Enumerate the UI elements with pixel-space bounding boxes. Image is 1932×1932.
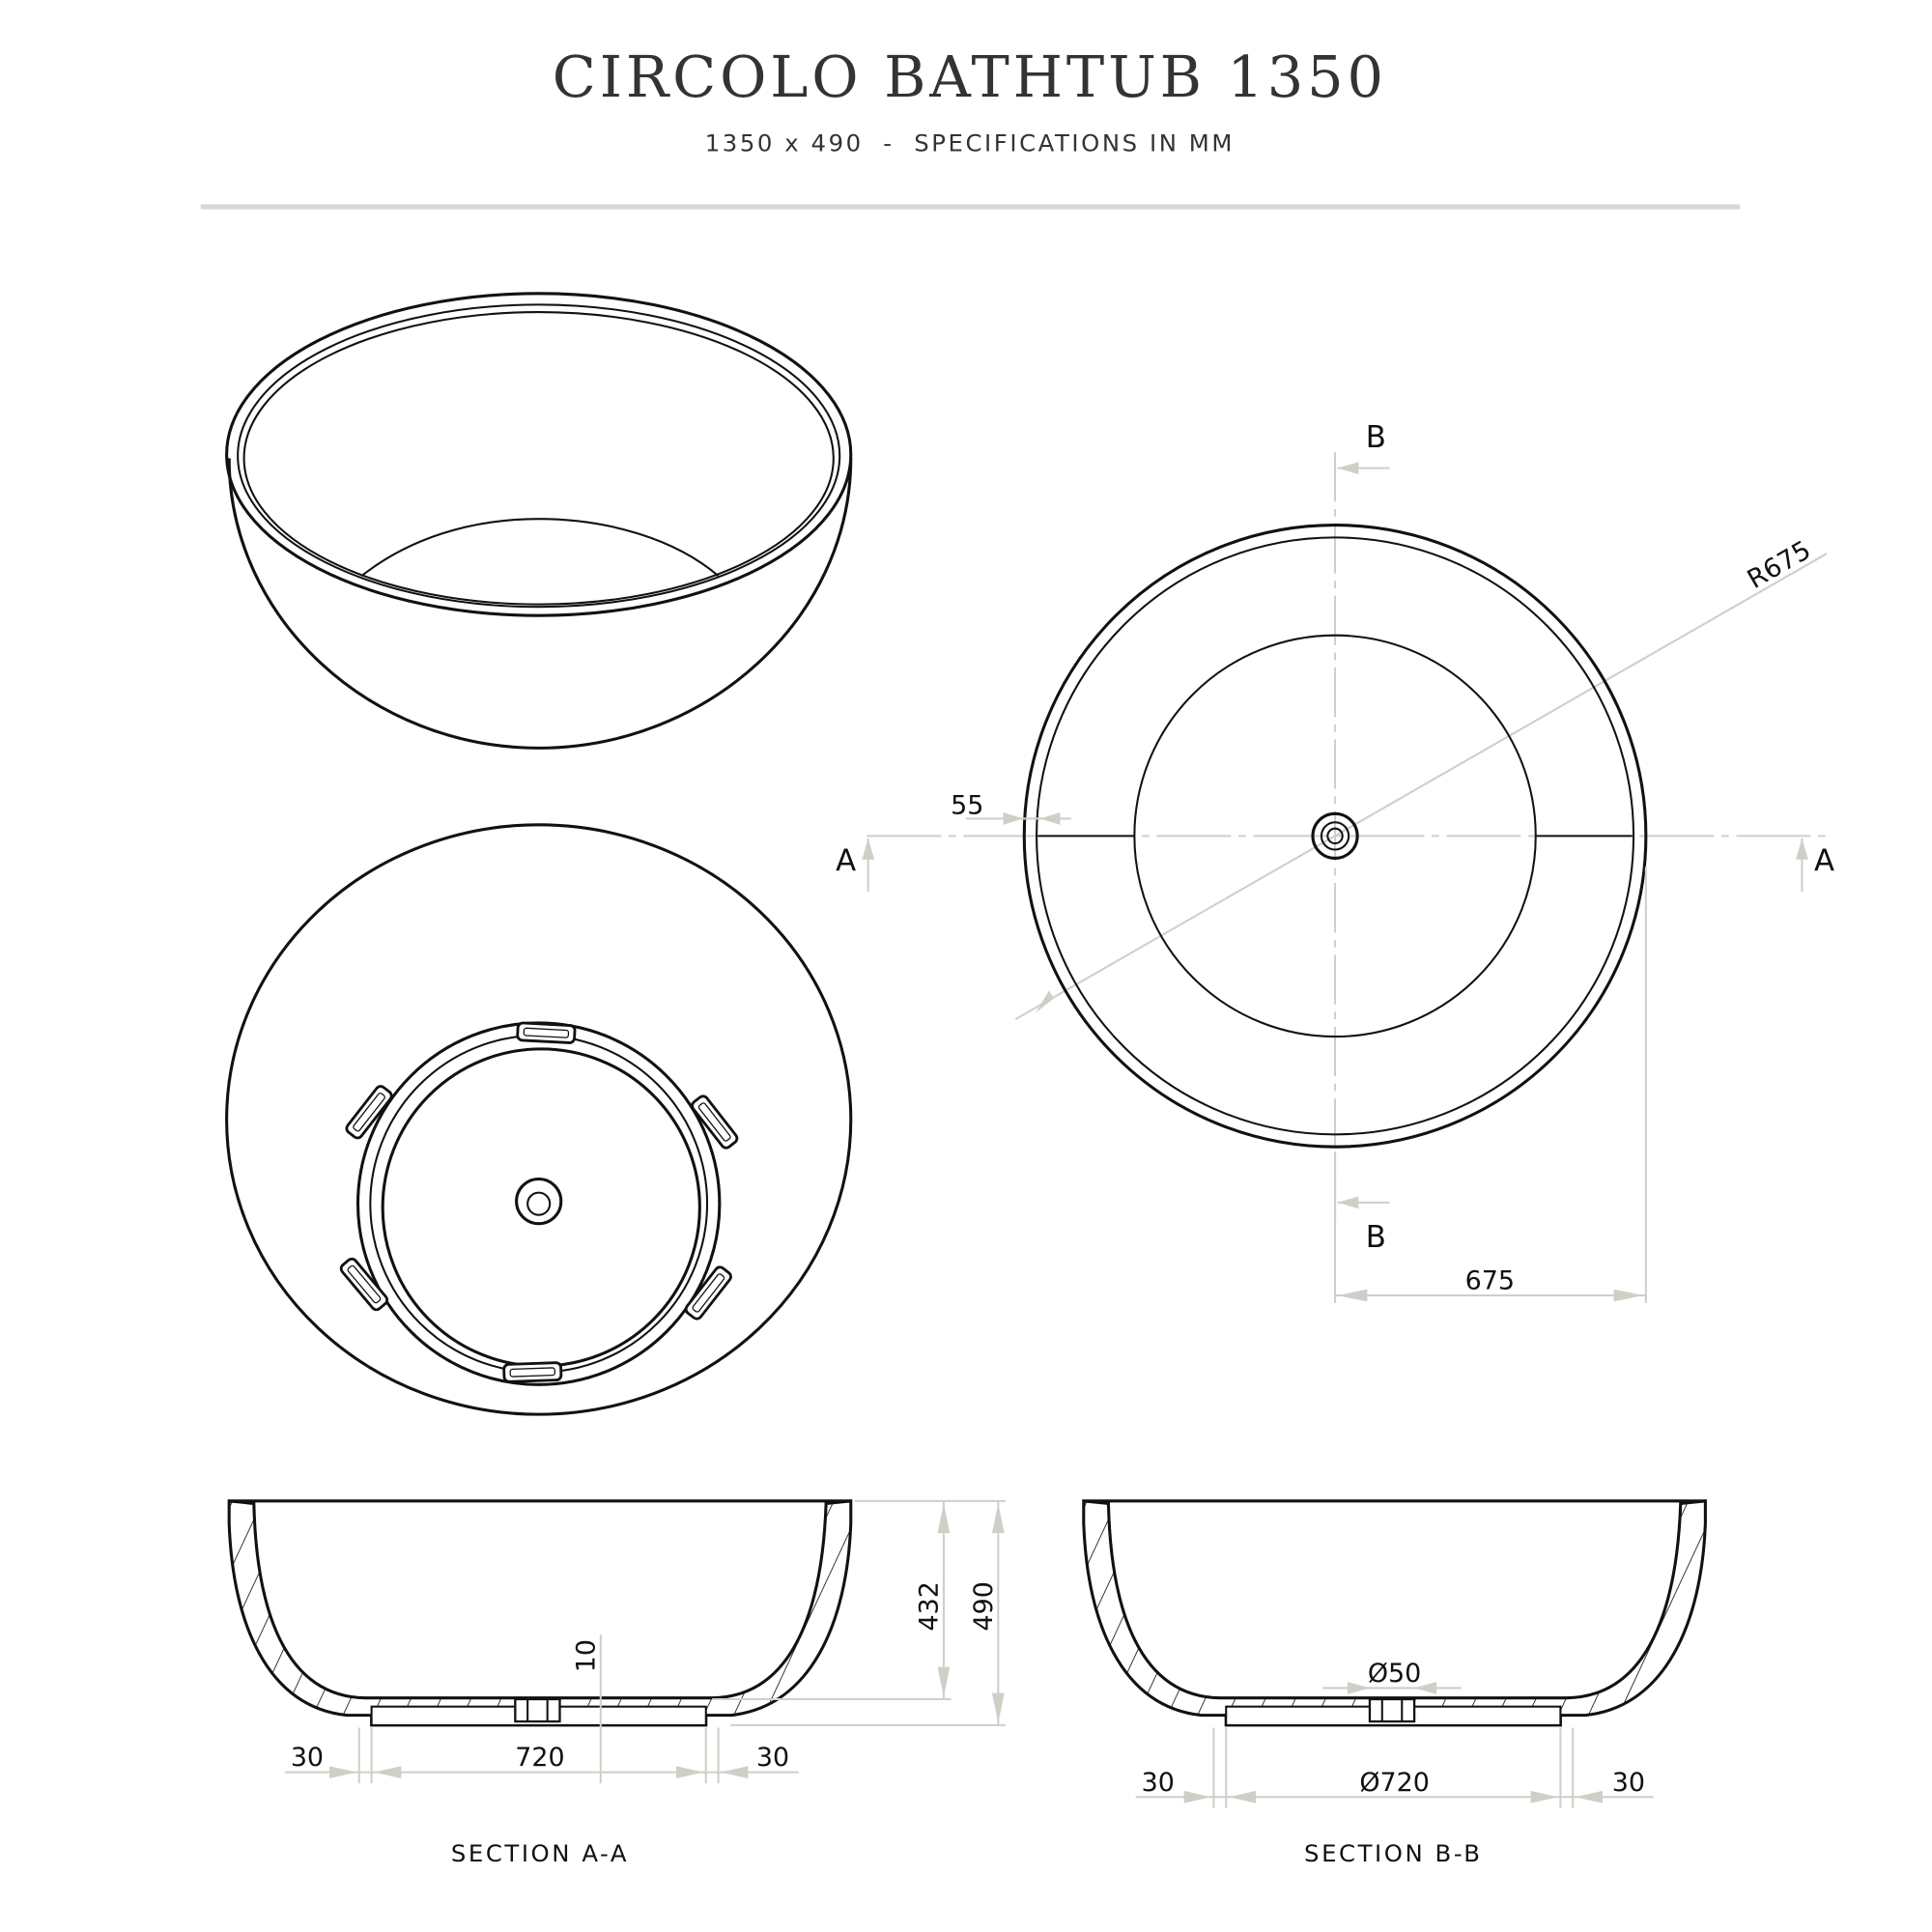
drain-diameter-label: Ø50 bbox=[1368, 1659, 1421, 1689]
right-wall-label: 30 bbox=[1612, 1768, 1645, 1798]
section-b-caption: SECTION B-B bbox=[1304, 1839, 1483, 1867]
perspective-view bbox=[225, 292, 853, 750]
right-wall-label: 30 bbox=[756, 1743, 789, 1773]
drain-icon bbox=[1311, 811, 1359, 861]
section-b-bottom-marker: B bbox=[1366, 1220, 1386, 1255]
drain-icon bbox=[515, 1177, 563, 1226]
inner-depth-label: 432 bbox=[915, 1581, 945, 1631]
half-width-label: 675 bbox=[1465, 1266, 1515, 1296]
page-title: CIRCOLO BATHTUB 1350 bbox=[553, 43, 1387, 110]
left-wall-label: 30 bbox=[1142, 1768, 1175, 1798]
base-width-label: 720 bbox=[515, 1743, 564, 1773]
total-height-label: 490 bbox=[969, 1581, 999, 1631]
bottom-view bbox=[225, 823, 853, 1416]
section-a-a: 432 490 10 30 720 30 SECTION A-A bbox=[227, 1499, 1007, 1867]
page-subtitle: 1350 x 490 - SPECIFICATIONS IN MM bbox=[705, 128, 1235, 156]
section-b-top-marker: B bbox=[1366, 420, 1386, 455]
base-diameter-label: Ø720 bbox=[1359, 1768, 1430, 1798]
left-wall-label: 30 bbox=[291, 1743, 324, 1773]
radius-label: R675 bbox=[1743, 535, 1816, 595]
rim-width-label: 55 bbox=[951, 790, 983, 820]
section-b-b: Ø50 30 Ø720 30 SECTION B-B bbox=[1082, 1499, 1707, 1867]
section-a-left-marker: A bbox=[836, 843, 856, 878]
floor-offset-label: 10 bbox=[571, 1639, 601, 1672]
section-a-right-marker: A bbox=[1814, 843, 1834, 878]
section-a-caption: SECTION A-A bbox=[451, 1839, 629, 1867]
plan-view: R675 55 A A B B 675 bbox=[836, 420, 1834, 1303]
